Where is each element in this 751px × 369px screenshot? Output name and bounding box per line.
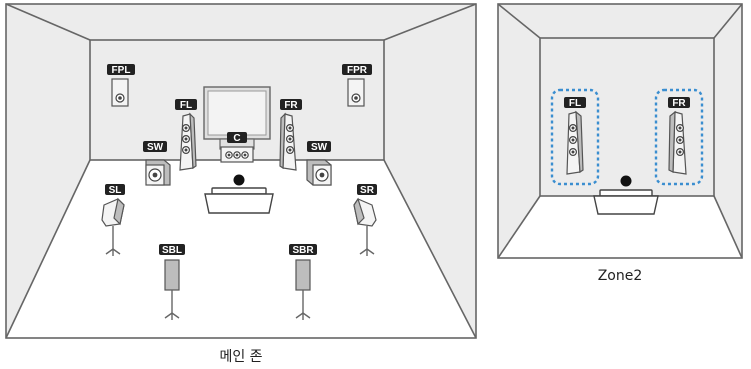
zone2-speaker-fr-label-badge — [668, 97, 690, 108]
speaker-sl-label: SL — [109, 185, 122, 196]
zone2-speaker-fl-label: FL — [569, 98, 581, 109]
speaker-sbl-label-badge — [159, 244, 185, 255]
speaker-sw-left-label: SW — [147, 142, 164, 153]
tv-screen — [203, 86, 271, 150]
speaker-fr-label-badge — [280, 99, 302, 110]
speaker-sbr-label-badge — [289, 244, 317, 255]
speaker-sr-label: SR — [360, 185, 375, 196]
zone2-fl-highlight — [550, 88, 600, 186]
speaker-sbl: SBL — [159, 244, 185, 320]
speaker-sw-right-label: SW — [311, 142, 328, 153]
speaker-c-label: C — [233, 133, 240, 144]
speaker-sl-label-badge — [105, 184, 125, 195]
speaker-fpr-label: FPR — [347, 65, 368, 76]
speaker-fpl-label-badge — [107, 64, 135, 75]
speaker-fr-label: FR — [284, 100, 298, 111]
main-zone-caption: 메인 존 — [219, 349, 262, 365]
zone2-fr-highlight — [654, 88, 704, 186]
speaker-sw-left: SW — [143, 141, 171, 186]
zone2-speaker-fl-label-badge — [564, 97, 586, 108]
speaker-sr: SR — [353, 184, 377, 256]
speaker-fpl: FPL — [107, 64, 135, 107]
listener-sofa-zone2 — [593, 175, 659, 215]
speaker-sbr-label: SBR — [292, 245, 314, 256]
main-zone-room — [5, 3, 477, 339]
speaker-fr: FR — [279, 99, 302, 171]
speaker-fl-label-badge — [175, 99, 197, 110]
speaker-fpr: FPR — [342, 64, 372, 107]
speaker-fl-label: FL — [180, 100, 192, 111]
speaker-fpl-label: FPL — [112, 65, 131, 76]
speaker-c: C — [220, 132, 254, 163]
listener-sofa-main — [204, 174, 274, 214]
zone2-speaker-fl: FL — [550, 88, 600, 186]
zone2-speaker-fr: FR — [654, 88, 704, 186]
speaker-sl: SL — [101, 184, 125, 256]
speaker-sbr: SBR — [289, 244, 317, 320]
speaker-sw-right-label-badge — [307, 141, 331, 152]
speaker-fl: FL — [175, 99, 197, 171]
speaker-sw-right: SW — [306, 141, 332, 186]
speaker-sw-left-label-badge — [143, 141, 167, 152]
speaker-c-label-badge — [227, 132, 247, 143]
zone2-room — [497, 3, 743, 259]
speaker-fpr-label-badge — [342, 64, 372, 75]
zone2-speaker-fr-label: FR — [672, 98, 686, 109]
speaker-sr-label-badge — [357, 184, 377, 195]
speaker-sbl-label: SBL — [162, 245, 182, 256]
zone2-caption: Zone2 — [598, 268, 643, 284]
